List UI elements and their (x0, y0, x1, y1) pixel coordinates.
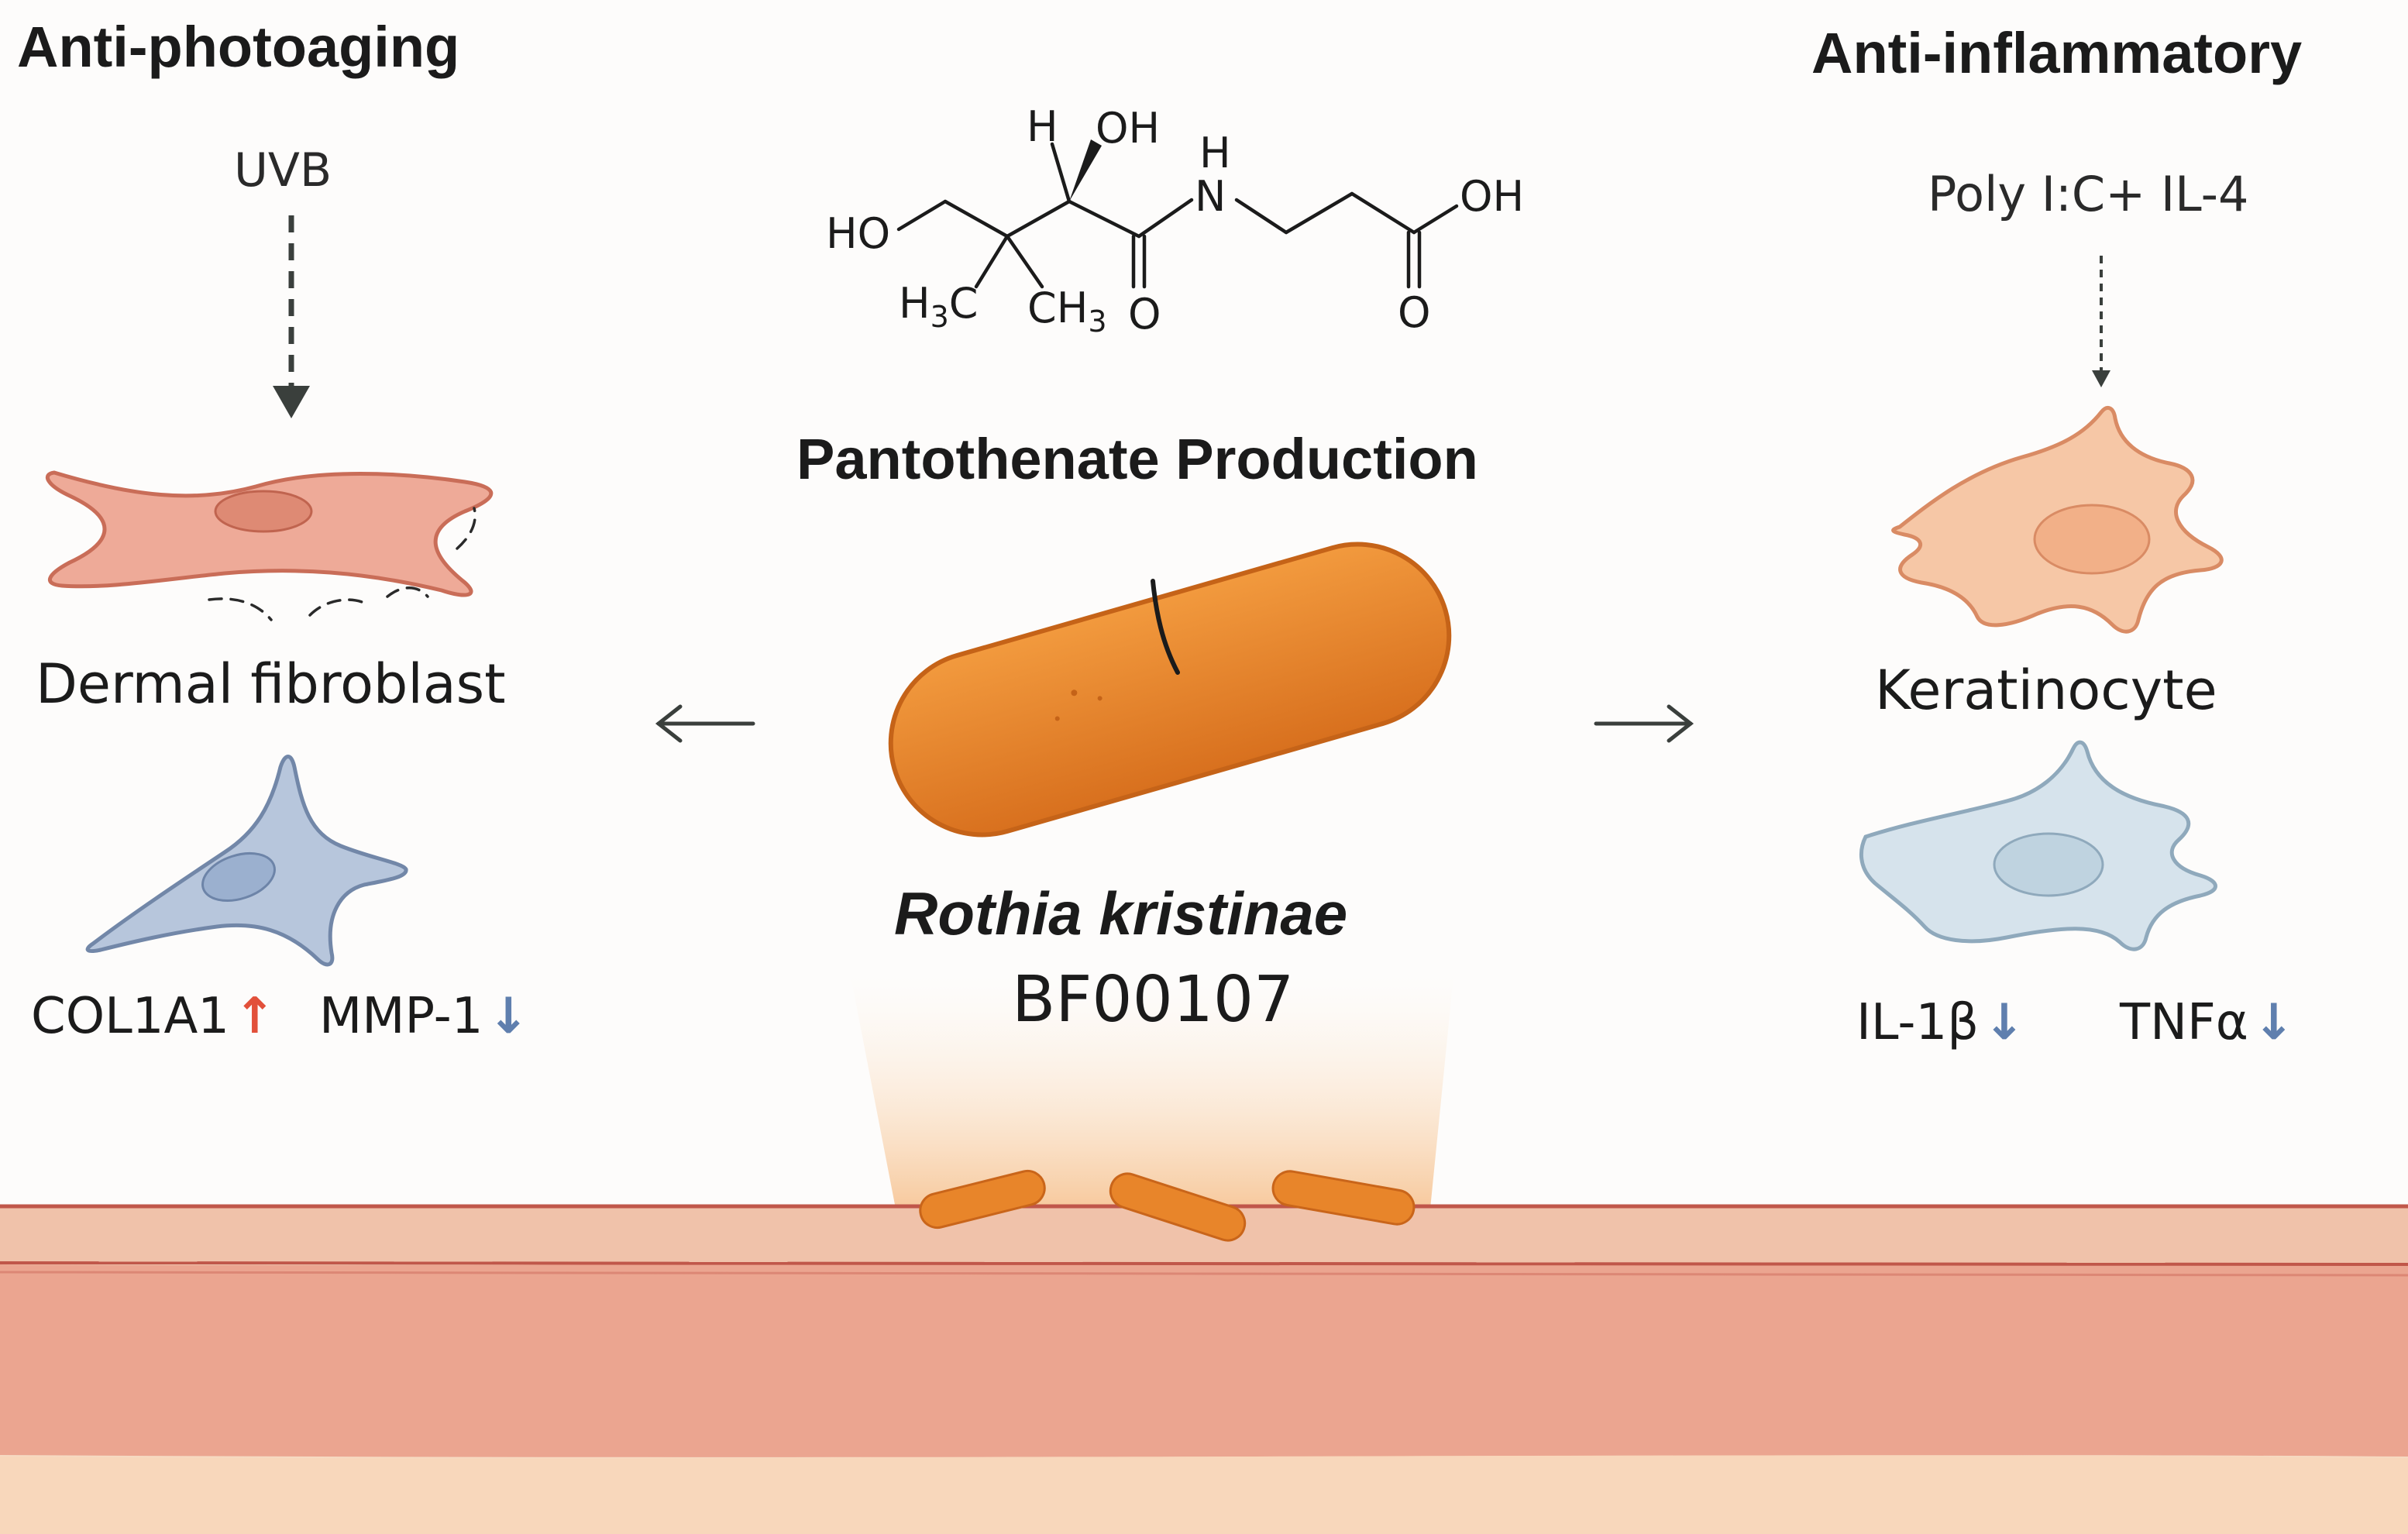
arrow-to-right-panel (1594, 704, 1694, 743)
epidermis-boundary (0, 1261, 2408, 1267)
dermal-fibroblast-label: Dermal fibroblast (36, 652, 506, 716)
marker-col1a1-label: COL1A1 (31, 988, 229, 1045)
diffusion-glow (851, 976, 1453, 1209)
skin-layers (0, 1204, 2408, 1534)
skin-dermis (0, 1263, 2408, 1457)
strain-id: BF00107 (1012, 963, 1295, 1037)
heading-anti-photoaging: Anti-photoaging (17, 15, 460, 79)
surface-bacteria (919, 1169, 1416, 1242)
atom-oh-right: OH (1460, 172, 1524, 221)
down-arrow-icon: ↓ (1983, 994, 2025, 1051)
atom-ch3-left: H3C (899, 279, 979, 334)
surface-bacterium-2 (1109, 1172, 1247, 1242)
molecule-atom-labels: H OH H N HO OH H3C CH3 O O (826, 102, 1524, 339)
heading-anti-inflammatory: Anti-inflammatory (1811, 21, 2303, 85)
atom-h: H (1027, 102, 1058, 151)
keratinocyte-calm (1859, 740, 2217, 951)
fibroblast-healthy (85, 755, 408, 967)
pantothenate-production-title: Pantothenate Production (796, 427, 1478, 491)
marker-tnfa: TNFα↓ (2120, 998, 2295, 1047)
rothia-bacterium (888, 542, 1452, 838)
poly-ic-il4-stimulus-label: Poly I:C+ IL-4 (1928, 166, 2249, 222)
atom-ho: HO (826, 209, 890, 258)
atom-oh-top: OH (1096, 104, 1160, 153)
arrow-to-left-panel (655, 704, 755, 743)
marker-mmp1: MMP-1↓ (319, 992, 529, 1041)
marker-il1b: IL-1β↓ (1856, 998, 2025, 1047)
keratinocyte-inflamed (1891, 406, 2224, 634)
down-arrow-icon: ↓ (487, 988, 530, 1045)
bacterium-septum (1151, 579, 1180, 675)
pantothenate-structure (896, 139, 1459, 289)
uvb-arrow (273, 215, 310, 418)
uvb-stimulus-label: UVB (234, 143, 332, 198)
surface-bacterium-3 (1271, 1170, 1416, 1226)
species-name: Rothia kristinae (894, 879, 1348, 948)
marker-col1a1: COL1A1↑ (31, 992, 276, 1041)
stimulus-arrow (2092, 256, 2110, 387)
marker-tnfa-label: TNFα (2120, 994, 2248, 1051)
down-arrow-icon: ↓ (2252, 994, 2295, 1051)
marker-il1b-label: IL-1β (1856, 994, 1980, 1051)
atom-ch3-right: CH3 (1027, 284, 1107, 339)
skin-lower-layer (0, 1455, 2408, 1534)
marker-mmp1-label: MMP-1 (319, 988, 483, 1045)
surface-bacterium-1 (919, 1169, 1046, 1230)
atom-o-acid: O (1398, 288, 1431, 337)
keratinocyte-label: Keratinocyte (1875, 659, 2217, 722)
fibroblast-stressed (45, 470, 494, 621)
atom-o-amide: O (1128, 290, 1161, 339)
atom-n: N (1195, 172, 1226, 221)
up-arrow-icon: ↑ (233, 988, 276, 1045)
atom-nh-h: H (1199, 129, 1231, 177)
